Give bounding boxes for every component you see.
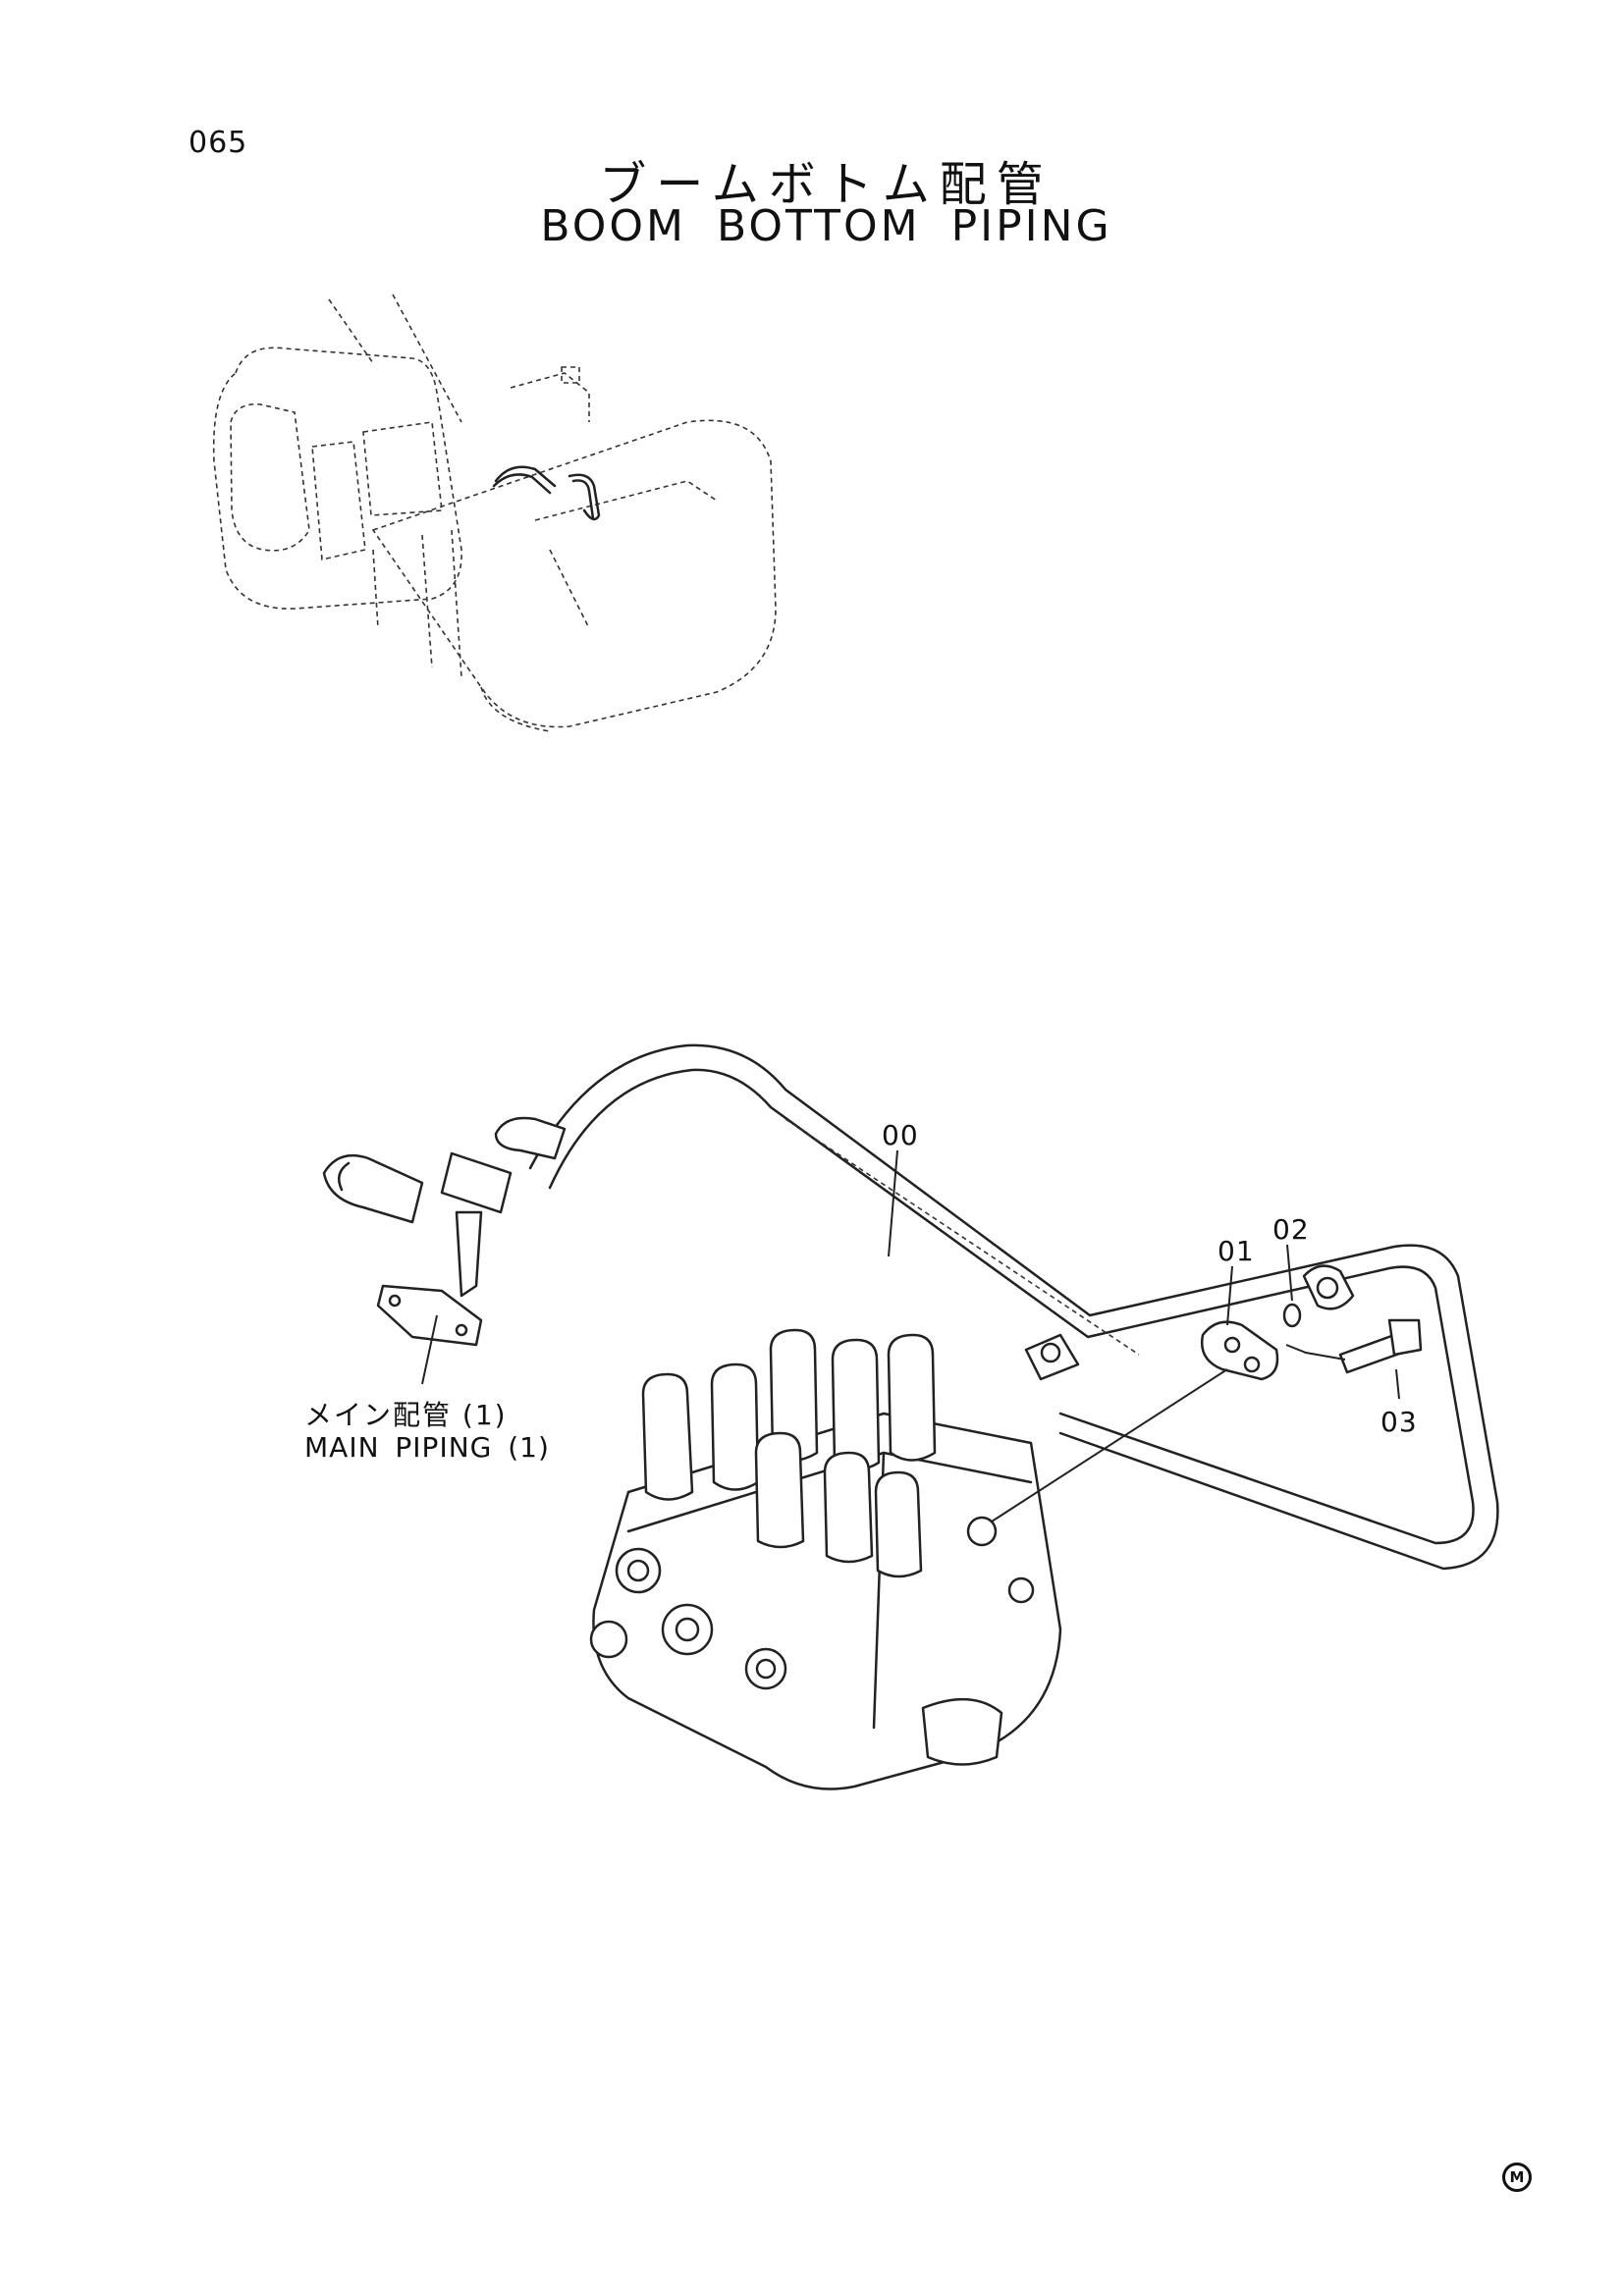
diagram-title-en: BOOM BOTTOM PIPING xyxy=(540,201,1112,251)
leader-01 xyxy=(1226,1265,1233,1326)
callout-01: 01 xyxy=(1217,1235,1255,1267)
leader-main-piping xyxy=(421,1314,438,1385)
leader-01-valve xyxy=(991,1368,1228,1522)
pipe-assembly xyxy=(322,1043,1499,1571)
callout-02: 02 xyxy=(1272,1213,1310,1246)
leader-03 xyxy=(1395,1368,1400,1400)
leader-lines xyxy=(421,1149,1400,1522)
leader-00 xyxy=(888,1149,898,1257)
leader-03-joint xyxy=(1285,1344,1346,1361)
control-valve xyxy=(589,1328,1062,1790)
callout-03: 03 xyxy=(1380,1406,1418,1438)
diagram-title-jp: ブームボトム配管 xyxy=(599,157,1054,212)
main-piping-label-jp: メイン配管 (1) xyxy=(304,1399,508,1431)
leader-02 xyxy=(1286,1244,1293,1302)
circled-m-mark: M xyxy=(1502,2163,1532,2192)
page-number: 065 xyxy=(189,126,248,160)
main-piping-label-en: MAIN PIPING (1) xyxy=(304,1431,550,1464)
excavator-overview xyxy=(212,294,777,732)
callout-00: 00 xyxy=(882,1119,919,1151)
